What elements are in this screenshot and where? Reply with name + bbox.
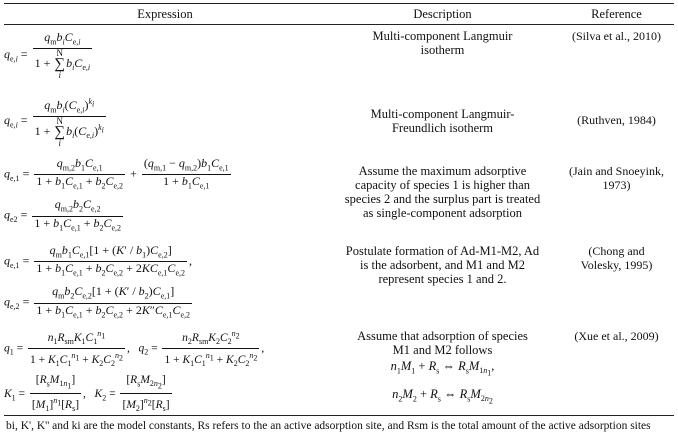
expression-cell: qe,i = qmbi(Ce,i)ki 1 + N∑ibi(Ce,i)ki [4, 91, 326, 155]
expression-cell: qe,i = qmbiCe,i 1 + N∑ibiCe,i [4, 25, 326, 91]
equation-chong-volesky-1: qe,1 = qmb1Ce,1[1 + (K′ / b1)Ce,2] 1 + b… [4, 242, 192, 278]
reference-cell: (Ruthven, 1984) [577, 112, 656, 127]
reaction-1: n1M1 + Rs ⇔ RsM1n1, [390, 358, 495, 378]
header-description: Description [326, 3, 559, 25]
description-cell: Multi-component Langmuir isotherm [372, 29, 513, 57]
description-cell: Postulate formation of Ad-M1-M2, Ad is t… [345, 243, 540, 286]
description-cell: Multi-component Langmuir-Freundlich isot… [370, 106, 515, 135]
expression-cell: qe,1 = qm,2b1Ce,1 1 + b1Ce,1 + b2Ce,2 + … [4, 155, 326, 240]
header-row: Expression Description Reference [4, 3, 674, 25]
table-row: qe,1 = qmb1Ce,1[1 + (K′ / b1)Ce,2] 1 + b… [4, 240, 674, 323]
reference-cell: (Jain and Snoeyink, 1973) [569, 163, 664, 192]
table-row: q1 = n1RsmK1C1n1 1 + K1C1n1 + K2C2n2 , q… [4, 322, 674, 416]
equation-langmuir-freundlich: qe,i = qmbi(Ce,i)ki 1 + N∑ibi(Ce,i)ki [4, 96, 106, 148]
table-row: qe,i = qmbi(Ce,i)ki 1 + N∑ibi(Ce,i)ki Mu… [4, 91, 674, 155]
expression-cell: qe,1 = qmb1Ce,1[1 + (K′ / b1)Ce,2] 1 + b… [4, 240, 326, 323]
table-row: qe,i = qmbiCe,i 1 + N∑ibiCe,i Multi-comp… [4, 25, 674, 91]
reference-cell: (Chong and Volesky, 1995) [580, 243, 653, 272]
reaction-2: n2M2 + Rs ⇔ RsM2n2 [392, 386, 493, 406]
header-reference: Reference [559, 3, 674, 25]
description-cell: Assume the maximum adsorptive capacity o… [344, 163, 541, 220]
description-cell: Assume that adsorption of species M1 and… [326, 322, 559, 416]
equation-chong-volesky-2: qe,2 = qmb2Ce,2[1 + (K′ / b2)Ce,1] 1 + b… [4, 284, 193, 320]
description-text: Assume that adsorption of species M1 and… [357, 328, 528, 357]
equation-xue-q: q1 = n1RsmK1C1n1 1 + K1C1n1 + K2C2n2 , q… [4, 328, 265, 368]
equation-xue-k: K1 = [RsM1n1] [M1]n1[Rs] , K2 = [RsM2n2]… [4, 373, 172, 413]
equation-jain-snoeyink-2: qe2 = qm,2b2Ce,2 1 + b1Ce,1 + b2Ce,2 [4, 197, 124, 233]
equation-langmuir: qe,i = qmbiCe,i 1 + N∑ibiCe,i [4, 30, 93, 81]
table-footnote: bi, K', K'' and ki are the model constan… [6, 420, 651, 432]
header-expression: Expression [4, 3, 326, 25]
expression-cell: q1 = n1RsmK1C1n1 1 + K1C1n1 + K2C2n2 , q… [4, 322, 326, 416]
table-row: qe,1 = qm,2b1Ce,1 1 + b1Ce,1 + b2Ce,2 + … [4, 155, 674, 240]
reference-cell: (Silva et al., 2010) [572, 29, 661, 43]
equation-jain-snoeyink-1: qe,1 = qm,2b1Ce,1 1 + b1Ce,1 + b2Ce,2 + … [4, 155, 231, 191]
reference-cell: (Xue et al., 2009) [559, 322, 674, 416]
isotherm-table: Expression Description Reference qe,i = … [4, 3, 674, 416]
